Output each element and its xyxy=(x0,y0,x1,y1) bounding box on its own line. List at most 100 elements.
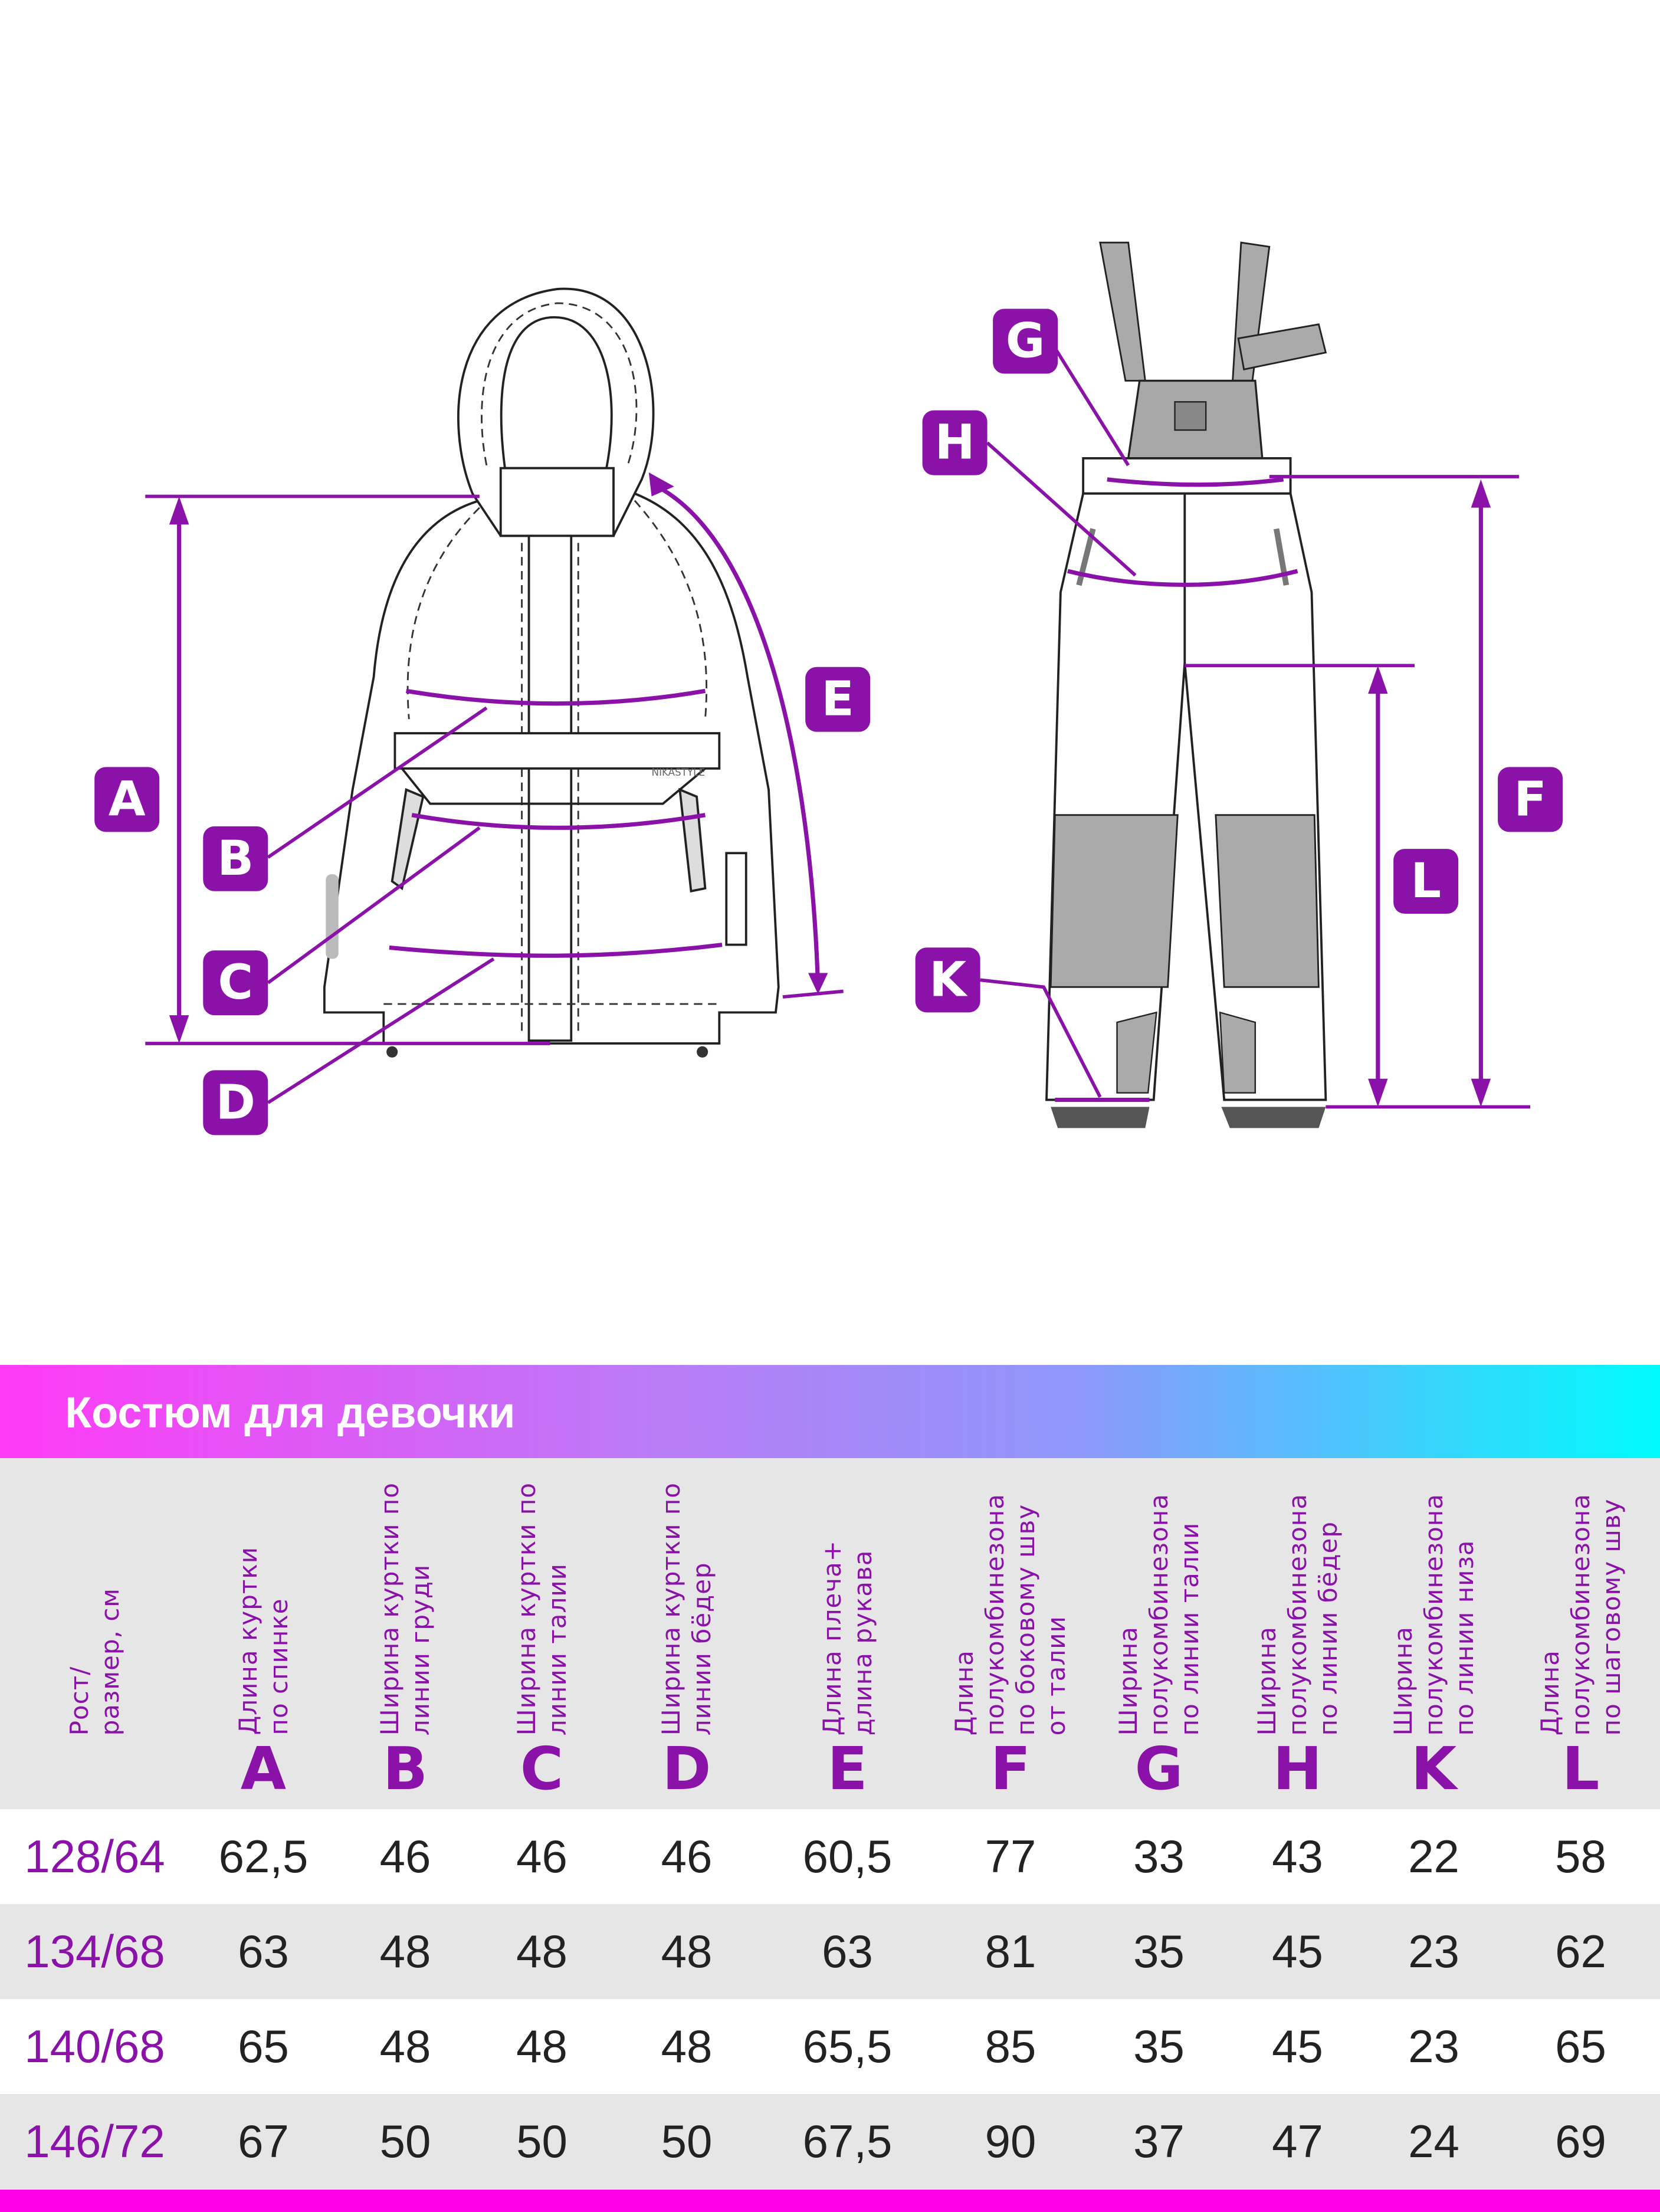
bottom-accent-bar xyxy=(0,2190,1660,2212)
value-cell: 48 xyxy=(379,1925,431,1977)
svg-text:K: K xyxy=(929,952,968,1007)
value-cell: 48 xyxy=(379,2020,431,2072)
value-cell: 62 xyxy=(1555,1925,1606,1977)
value-cell: 35 xyxy=(1133,1925,1185,1977)
svg-text:E: E xyxy=(821,672,854,727)
column-header-text: Длина полукомбинезона по боковому шву от… xyxy=(950,1493,1071,1735)
column-header-letter: L xyxy=(1561,1734,1600,1803)
value-cell: 58 xyxy=(1555,1830,1606,1882)
svg-text:A: A xyxy=(109,772,146,827)
size-cell: 134/68 xyxy=(24,1925,165,1977)
value-cell: 50 xyxy=(516,2115,567,2167)
value-cell: 46 xyxy=(661,1830,713,1882)
value-cell: 48 xyxy=(516,2020,567,2072)
value-cell: 67,5 xyxy=(802,2115,893,2167)
svg-text:H: H xyxy=(935,415,975,471)
value-cell: 77 xyxy=(985,1830,1036,1882)
column-header-text: Длина полукомбинезона по шаговому шву xyxy=(1535,1493,1626,1735)
value-cell: 47 xyxy=(1272,2115,1323,2167)
value-cell: 45 xyxy=(1272,2020,1323,2072)
svg-text:L: L xyxy=(1410,854,1441,909)
svg-text:C: C xyxy=(218,955,253,1010)
column-header-letter: D xyxy=(662,1734,711,1803)
column-header-text: Ширина куртки по линии талии xyxy=(511,1482,572,1735)
measurement-diagram: NIKASTYLE xyxy=(94,241,1563,1135)
svg-text:D: D xyxy=(216,1075,255,1130)
column-header-letter: B xyxy=(382,1734,428,1803)
value-cell: 48 xyxy=(661,1925,713,1977)
value-cell: 23 xyxy=(1408,1925,1459,1977)
column-header-text: Ширина полукомбинезона по линии бёдер xyxy=(1252,1493,1343,1735)
value-cell: 37 xyxy=(1133,2115,1185,2167)
size-cell: 140/68 xyxy=(24,2020,165,2072)
value-cell: 23 xyxy=(1408,2020,1459,2072)
column-header-letter: E xyxy=(827,1734,868,1803)
value-cell: 33 xyxy=(1133,1830,1185,1882)
value-cell: 90 xyxy=(985,2115,1036,2167)
value-cell: 43 xyxy=(1272,1830,1323,1882)
value-cell: 65 xyxy=(238,2020,289,2072)
label-B: B xyxy=(203,826,268,891)
svg-text:F: F xyxy=(1514,772,1547,827)
column-header-text: Ширина полукомбинезона по линии низа xyxy=(1388,1493,1479,1735)
column-header-letter: C xyxy=(520,1734,564,1803)
label-F: F xyxy=(1498,767,1563,832)
column-header-text: Рост/ размер, см xyxy=(64,1587,124,1735)
column-header-letter: F xyxy=(990,1734,1031,1803)
column-header-letter: G xyxy=(1134,1734,1183,1803)
value-cell: 48 xyxy=(661,2020,713,2072)
label-H: H xyxy=(922,410,988,475)
value-cell: 50 xyxy=(661,2115,713,2167)
value-cell: 63 xyxy=(238,1925,289,1977)
label-L: L xyxy=(1393,849,1459,914)
table-title-bar: Костюм для девочки xyxy=(0,1365,1660,1458)
column-header-text: Ширина куртки по линии груди xyxy=(375,1482,435,1735)
value-cell: 65 xyxy=(1555,2020,1606,2072)
column-header-letter: A xyxy=(240,1734,287,1803)
value-cell: 22 xyxy=(1408,1830,1459,1882)
value-cell: 35 xyxy=(1133,2020,1185,2072)
pants-drawing xyxy=(1045,241,1327,1128)
value-cell: 67 xyxy=(238,2115,289,2167)
column-header-text: Ширина куртки по линии бёдер xyxy=(657,1482,716,1735)
column-header-text: Длина плеча+ длина рукава xyxy=(817,1540,877,1735)
column-header: Длина полукомбинезона по боковому шву от… xyxy=(932,1458,1089,1809)
column-header-letter: K xyxy=(1410,1734,1457,1803)
value-cell: 63 xyxy=(822,1925,873,1977)
value-cell: 46 xyxy=(379,1830,431,1882)
table-title: Костюм для девочки xyxy=(65,1388,516,1437)
value-cell: 50 xyxy=(379,2115,431,2167)
value-cell: 46 xyxy=(516,1830,567,1882)
column-header-text: Ширина полукомбинезона по линии талии xyxy=(1113,1493,1204,1735)
jacket-drawing: NIKASTYLE xyxy=(323,287,780,1058)
label-D: D xyxy=(203,1070,268,1135)
value-cell: 69 xyxy=(1555,2115,1606,2167)
label-G: G xyxy=(993,309,1058,374)
value-cell: 24 xyxy=(1408,2115,1459,2167)
value-cell: 45 xyxy=(1272,1925,1323,1977)
value-cell: 85 xyxy=(985,2020,1036,2072)
value-cell: 81 xyxy=(985,1925,1036,1977)
size-cell: 146/72 xyxy=(24,2115,165,2167)
table-row: 146/72 67 50 50 50 67,5 90 37 47 24 69 xyxy=(0,2094,1660,2189)
label-K: K xyxy=(915,947,980,1013)
value-cell: 62,5 xyxy=(218,1830,309,1882)
label-A: A xyxy=(94,767,160,832)
column-header: Рост/ размер, см xyxy=(0,1458,189,1809)
column-header-letter: H xyxy=(1272,1734,1323,1803)
column-header-text: Длина куртки по спинке xyxy=(233,1547,293,1735)
size-cell: 128/64 xyxy=(24,1830,165,1882)
